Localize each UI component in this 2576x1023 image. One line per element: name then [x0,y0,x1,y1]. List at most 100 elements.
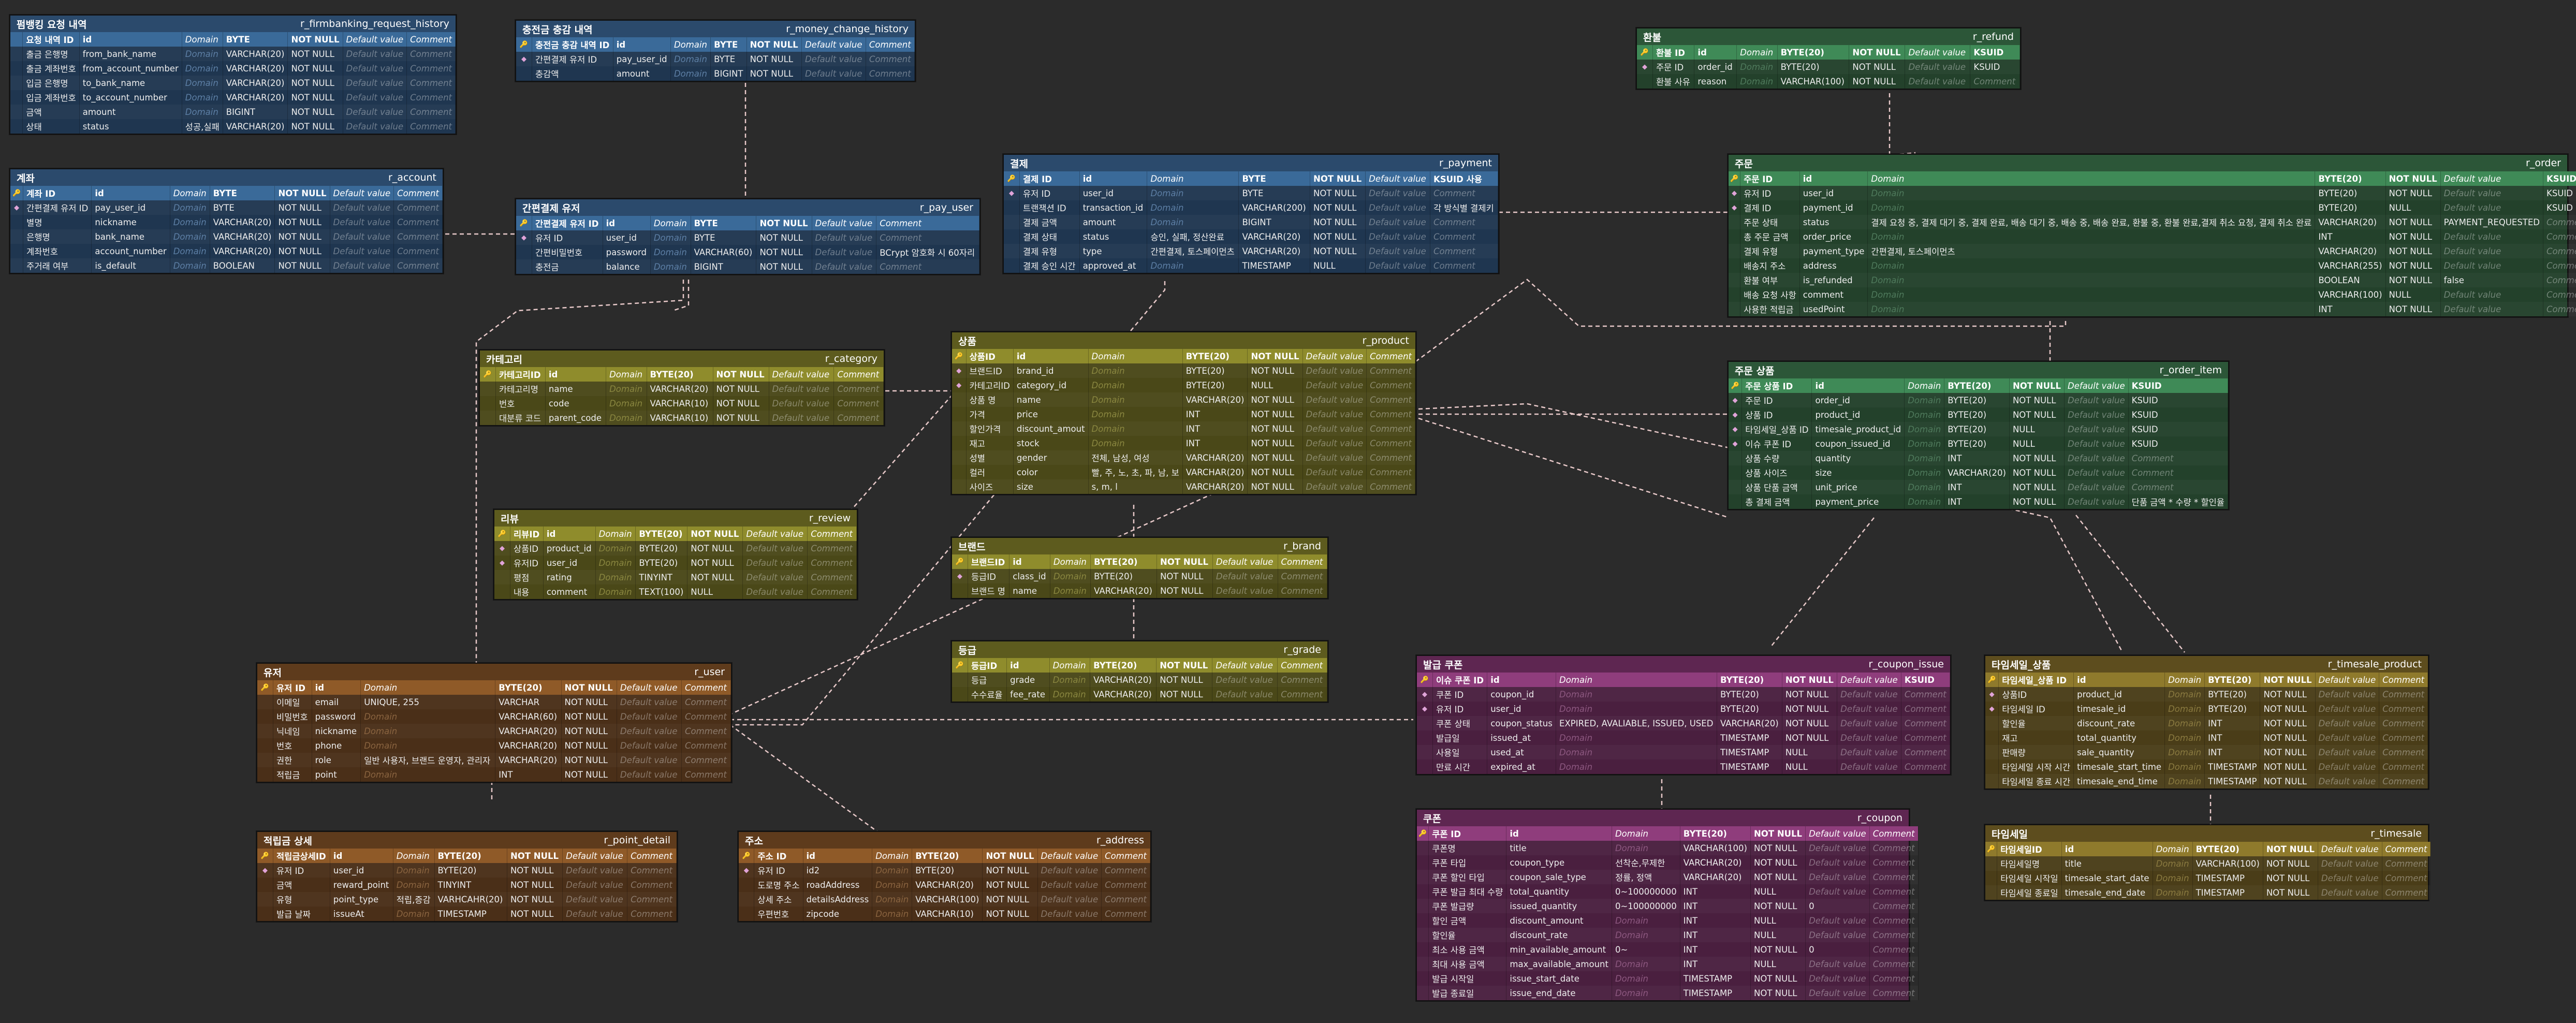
table-r-order[interactable]: 주문r_order🔑주문 IDidDomainBYTE(20)NOT NULLD… [1728,154,2576,317]
table-r-coupon-issue[interactable]: 발급 쿠폰r_coupon_issue🔑이슈 쿠폰 IDidDomainBYTE… [1416,655,1951,775]
column-row[interactable]: 쿠폰 발급량issued_quantity0~100000000INTNOT N… [1417,899,1919,913]
column-row[interactable]: 금액reward_pointDomainTINYINTNOT NULLDefau… [257,878,677,892]
column-row[interactable]: 결제 유형payment_type간편결제, 토스페이먼츠VARCHAR(20)… [1729,244,2576,258]
column-row[interactable]: ◆주문 IDorder_idDomainBYTE(20)NOT NULLDefa… [1729,393,2229,407]
column-row[interactable]: 은행명bank_nameDomainVARCHAR(20)NOT NULLDef… [10,229,443,244]
column-row[interactable]: 상품 사이즈sizeDomainVARCHAR(20)NOT NULLDefau… [1729,465,2229,480]
column-row[interactable]: 총 주문 금액order_priceDomainINTNOT NULLDefau… [1729,229,2576,244]
column-row[interactable]: 재고total_quantityDomainINTNOT NULLDefault… [1985,730,2428,745]
primary-key-row[interactable]: 🔑유저 IDidDomainBYTE(20)NOT NULLDefault va… [257,680,731,695]
primary-key-row[interactable]: 🔑충전금 충감 내역 IDidDomainBYTENOT NULLDefault… [516,37,915,52]
column-row[interactable]: ◆상품 IDproduct_idDomainBYTE(20)NOT NULLDe… [1729,407,2229,422]
column-row[interactable]: ◆상품IDproduct_idDomainBYTE(20)NOT NULLDef… [494,541,857,556]
table-r-money-change-history[interactable]: 충전금 충감 내역r_money_change_history🔑충전금 충감 내… [515,20,916,82]
column-row[interactable]: ◆쿠폰 IDcoupon_idDomainBYTE(20)NOT NULLDef… [1417,687,1951,702]
column-row[interactable]: 번호codeDomainVARCHAR(10)NOT NULLDefault v… [480,396,884,411]
table-r-payment[interactable]: 결제r_payment🔑결제 IDidDomainBYTENOT NULLDef… [1003,154,1499,274]
column-row[interactable]: 결제 유형type간편결제, 토스페이먼츠VARCHAR(20)NOT NULL… [1004,244,1499,258]
column-row[interactable]: 발급 종료일issue_end_dateDomainTIMESTAMPNOT N… [1417,986,1919,1000]
column-row[interactable]: ◆유저IDuser_idDomainBYTE(20)NOT NULLDefaul… [494,556,857,570]
column-row[interactable]: 평점ratingDomainTINYINTNOT NULLDefault val… [494,570,857,584]
column-row[interactable]: 상세 주소detailsAddressDomainVARCHAR(100)NOT… [739,892,1150,907]
column-row[interactable]: 입금 계좌번호to_account_numberDomainVARCHAR(20… [10,90,456,105]
table-r-refund[interactable]: 환불r_refund🔑환불 IDidDomainBYTE(20)NOT NULL… [1636,27,2021,90]
primary-key-row[interactable]: 🔑이슈 쿠폰 IDidDomainBYTE(20)NOT NULLDefault… [1417,673,1951,687]
column-row[interactable]: ◆유저 IDuser_idDomainBYTENOT NULLDefault v… [516,230,979,245]
table-r-brand[interactable]: 브랜드r_brand🔑브랜드IDidDomainBYTE(20)NOT NULL… [951,537,1328,599]
column-row[interactable]: 브랜드 명nameDomainVARCHAR(20)NOT NULLDefaul… [952,583,1328,598]
table-r-point-detail[interactable]: 적립금 상세r_point_detail🔑적립금상세IDidDomainBYTE… [256,831,678,922]
table-r-order-item[interactable]: 주문 상품r_order_item🔑주문 상품 IDidDomainBYTE(2… [1728,361,2229,510]
column-row[interactable]: ◆유저 IDid2DomainBYTE(20)NOT NULLDefault v… [739,863,1150,878]
column-row[interactable]: 내용commentDomainTEXT(100)NULLDefault valu… [494,584,857,599]
table-r-grade[interactable]: 등급r_grade🔑등급IDidDomainBYTE(20)NOT NULLDe… [951,640,1328,703]
column-row[interactable]: 주문 상태status결제 요청 중, 결제 대기 중, 결제 완료, 배송 대… [1729,215,2576,229]
primary-key-row[interactable]: 🔑등급IDidDomainBYTE(20)NOT NULLDefault val… [952,658,1327,673]
column-row[interactable]: 결제 승인 시간approved_atDomainTIMESTAMPNULLDe… [1004,258,1499,273]
column-row[interactable]: 발급 날짜issueAtDomainTIMESTAMPNOT NULLDefau… [257,907,677,921]
column-row[interactable]: 성별gender전체, 남성, 여성VARCHAR(20)NOT NULLDef… [952,450,1415,465]
primary-key-row[interactable]: 🔑주문 상품 IDidDomainBYTE(20)NOT NULLDefault… [1729,378,2229,393]
column-row[interactable]: ◆유저 IDuser_idDomainBYTE(20)NOT NULLDefau… [257,863,677,878]
column-row[interactable]: 환불 여부is_refundedDomainBOOLEANNOT NULLfal… [1729,273,2576,287]
column-row[interactable]: ◆브랜드IDbrand_idDomainBYTE(20)NOT NULLDefa… [952,363,1415,378]
column-row[interactable]: 재고stockDomainINTNOT NULLDefault valueCom… [952,436,1415,450]
column-row[interactable]: 컬러color빨, 주, 노, 초, 파, 남, 보VARCHAR(20)NOT… [952,465,1415,479]
column-row[interactable]: 사용한 적립금usedPointDomainINTNOT NULLDefault… [1729,302,2576,316]
column-row[interactable]: 타임세일 시작일timesale_start_dateDomainTIMESTA… [1985,871,2431,885]
column-row[interactable]: 할인율discount_rateDomainINTNOT NULLDefault… [1985,716,2428,730]
column-row[interactable]: 수수료율fee_rateDomainVARCHAR(20)NOT NULLDef… [952,687,1327,702]
column-row[interactable]: 상품 명nameDomainVARCHAR(20)NOT NULLDefault… [952,392,1415,407]
column-row[interactable]: 주거래 여부is_defaultDomainBOOLEANNOT NULLDef… [10,258,443,273]
column-row[interactable]: 사이즈sizes, m, lVARCHAR(20)NOT NULLDefault… [952,479,1415,494]
primary-key-row[interactable]: 🔑계좌 IDidDomainBYTENOT NULLDefault valueC… [10,186,443,200]
column-row[interactable]: ◆카테고리IDcategory_idDomainBYTE(20)NULLDefa… [952,378,1415,392]
column-row[interactable]: 판매량sale_quantityDomainINTNOT NULLDefault… [1985,745,2428,759]
primary-key-row[interactable]: 🔑타임세일_상품 IDidDomainBYTE(20)NOT NULLDefau… [1985,673,2428,687]
column-row[interactable]: ◆타임세일 IDtimesale_idDomainBYTE(20)NOT NUL… [1985,702,2428,716]
table-r-firmbanking-request-history[interactable]: 펌뱅킹 요청 내역r_firmbanking_request_history요청… [9,14,457,135]
column-row[interactable]: 할인가격discount_amoutDomainINTNOT NULLDefau… [952,421,1415,436]
column-row[interactable]: 발급 시작일issue_start_dateDomainTIMESTAMPNOT… [1417,971,1919,986]
column-row[interactable]: 권한role일반 사용자, 브랜드 운영자, 관리자VARCHAR(20)NOT… [257,753,731,767]
column-row[interactable]: 타임세일명titleDomainVARCHAR(100)NOT NULLDefa… [1985,856,2431,871]
column-row[interactable]: ◆상품IDproduct_idDomainBYTE(20)NOT NULLDef… [1985,687,2428,702]
table-r-category[interactable]: 카테고리r_category🔑카테고리IDidDomainBYTE(20)NOT… [479,349,885,426]
column-row[interactable]: 간편비밀번호passwordDomainVARCHAR(60)NOT NULLD… [516,245,979,259]
column-row[interactable]: ◆등급IDclass_idDomainBYTE(20)NOT NULLDefau… [952,569,1328,583]
primary-key-row[interactable]: 🔑결제 IDidDomainBYTENOT NULLDefault valueK… [1004,171,1499,186]
column-row[interactable]: 카테고리명nameDomainVARCHAR(20)NOT NULLDefaul… [480,382,884,396]
primary-key-row[interactable]: 🔑환불 IDidDomainBYTE(20)NOT NULLDefault va… [1637,45,2020,60]
primary-key-row[interactable]: 🔑주문 IDidDomainBYTE(20)NOT NULLDefault va… [1729,171,2576,186]
column-row[interactable]: ◆이슈 쿠폰 IDcoupon_issued_idDomainBYTE(20)N… [1729,436,2229,451]
column-row[interactable]: 비밀번호passwordDomainVARCHAR(60)NOT NULLDef… [257,709,731,724]
column-row[interactable]: 환불 사유reasonDomainVARCHAR(100)NOT NULLDef… [1637,74,2020,89]
table-r-account[interactable]: 계좌r_account🔑계좌 IDidDomainBYTENOT NULLDef… [9,168,444,274]
column-row[interactable]: 배송지 주소addressDomainVARCHAR(255)NOT NULLD… [1729,258,2576,273]
column-row[interactable]: 쿠폰 타입coupon_type선착순,무제한VARCHAR(20)NOT NU… [1417,855,1919,870]
column-row[interactable]: 상품 수량quantityDomainINTNOT NULLDefault va… [1729,451,2229,465]
primary-key-row[interactable]: 🔑적립금상세IDidDomainBYTE(20)NOT NULLDefault … [257,849,677,863]
table-r-timesale-product[interactable]: 타임세일_상품r_timesale_product🔑타임세일_상품 IDidDo… [1984,655,2429,790]
column-row[interactable]: ◆주문 IDorder_idDomainBYTE(20)NOT NULLDefa… [1637,60,2020,74]
primary-key-row[interactable]: 🔑쿠폰 IDidDomainBYTE(20)NOT NULLDefault va… [1417,826,1919,841]
primary-key-row[interactable]: 🔑간편결제 유저 IDidDomainBYTENOT NULLDefault v… [516,216,979,230]
table-r-product[interactable]: 상품r_product🔑상품IDidDomainBYTE(20)NOT NULL… [951,331,1416,495]
column-row[interactable]: 타임세일 시작 시간timesale_start_timeDomainTIMES… [1985,759,2428,774]
column-row[interactable]: 쿠폰명titleDomainVARCHAR(100)NOT NULLDefaul… [1417,841,1919,855]
column-row[interactable]: 상품 단품 금액unit_priceDomainINTNOT NULLDefau… [1729,480,2229,494]
column-row[interactable]: 배송 요청 사항commentDomainVARCHAR(100)NULLDef… [1729,287,2576,302]
table-r-pay-user[interactable]: 간편결제 유저r_pay_user🔑간편결제 유저 IDidDomainBYTE… [515,198,980,275]
column-row[interactable]: 할인율discount_rateDomainINTNULLDefault val… [1417,928,1919,942]
column-row[interactable]: 쿠폰 발급 최대 수량total_quantity0~100000000INTN… [1417,884,1919,899]
column-row[interactable]: 할인 금액discount_amountDomainINTNULLDefault… [1417,913,1919,928]
table-r-user[interactable]: 유저r_user🔑유저 IDidDomainBYTE(20)NOT NULLDe… [256,663,732,783]
column-row[interactable]: 닉네임nicknameDomainVARCHAR(20)NOT NULLDefa… [257,724,731,738]
column-row[interactable]: ◆유저 IDuser_idDomainBYTE(20)NOT NULLDefau… [1729,186,2576,200]
column-row[interactable]: 충감액amountDomainBIGINTNOT NULLDefault val… [516,66,915,81]
column-row[interactable]: 최대 사용 금액max_available_amountDomainINTNUL… [1417,957,1919,971]
primary-key-row[interactable]: 요청 내역 IDidDomainBYTENOT NULLDefault valu… [10,32,456,47]
column-row[interactable]: 트랜잭션 IDtransaction_idDomainVARCHAR(200)N… [1004,200,1499,215]
table-r-timesale[interactable]: 타임세일r_timesale🔑타임세일IDidDomainBYTE(20)NOT… [1984,824,2431,901]
column-row[interactable]: 가격priceDomainINTNOT NULLDefault valueCom… [952,407,1415,421]
